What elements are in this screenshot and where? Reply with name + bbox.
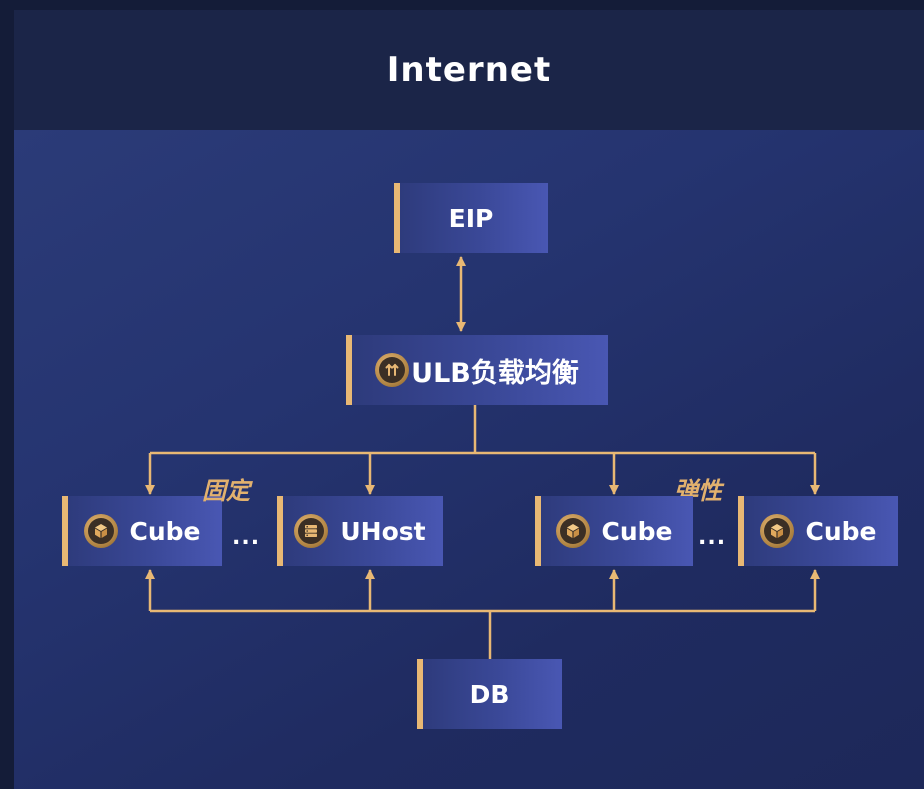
cube-elastic-1-accent-bar bbox=[535, 496, 541, 566]
eip-accent-bar bbox=[394, 183, 400, 253]
cube-fixed-label: Cube bbox=[129, 516, 201, 546]
cube-elastic-1-node: Cube bbox=[535, 496, 693, 566]
fixed-more-ellipsis: ... bbox=[232, 525, 261, 550]
cube-box-icon bbox=[759, 514, 794, 548]
uhost-label: UHost bbox=[340, 516, 426, 546]
cube-elastic-2-label: Cube bbox=[805, 516, 877, 546]
uhost-accent-bar bbox=[277, 496, 283, 566]
server-icon bbox=[294, 514, 329, 548]
internet-header: Internet bbox=[14, 10, 924, 130]
cube-elastic-2-accent-bar bbox=[738, 496, 744, 566]
db-accent-bar bbox=[417, 659, 423, 729]
eip-label: EIP bbox=[448, 203, 494, 233]
db-node: DB bbox=[417, 659, 562, 729]
ulb-label: ULB负载均衡 bbox=[411, 357, 579, 389]
cube-elastic-2-node: Cube bbox=[738, 496, 898, 566]
cube-fixed-accent-bar bbox=[62, 496, 68, 566]
internet-title: Internet bbox=[386, 50, 552, 90]
cube-fixed-node: Cube bbox=[62, 496, 222, 566]
elastic-more-ellipsis: ... bbox=[698, 525, 727, 550]
fixed-group-label: 固定 bbox=[202, 477, 250, 505]
load-balancer-icon bbox=[375, 353, 410, 387]
cube-box-icon bbox=[555, 514, 590, 548]
ulb-accent-bar bbox=[346, 335, 352, 405]
uhost-node: UHost bbox=[277, 496, 443, 566]
ulb-node: ULB负载均衡 bbox=[346, 335, 608, 405]
cube-box-icon bbox=[83, 514, 118, 548]
eip-node: EIP bbox=[394, 183, 548, 253]
db-label: DB bbox=[469, 679, 510, 709]
cube-elastic-1-label: Cube bbox=[601, 516, 673, 546]
